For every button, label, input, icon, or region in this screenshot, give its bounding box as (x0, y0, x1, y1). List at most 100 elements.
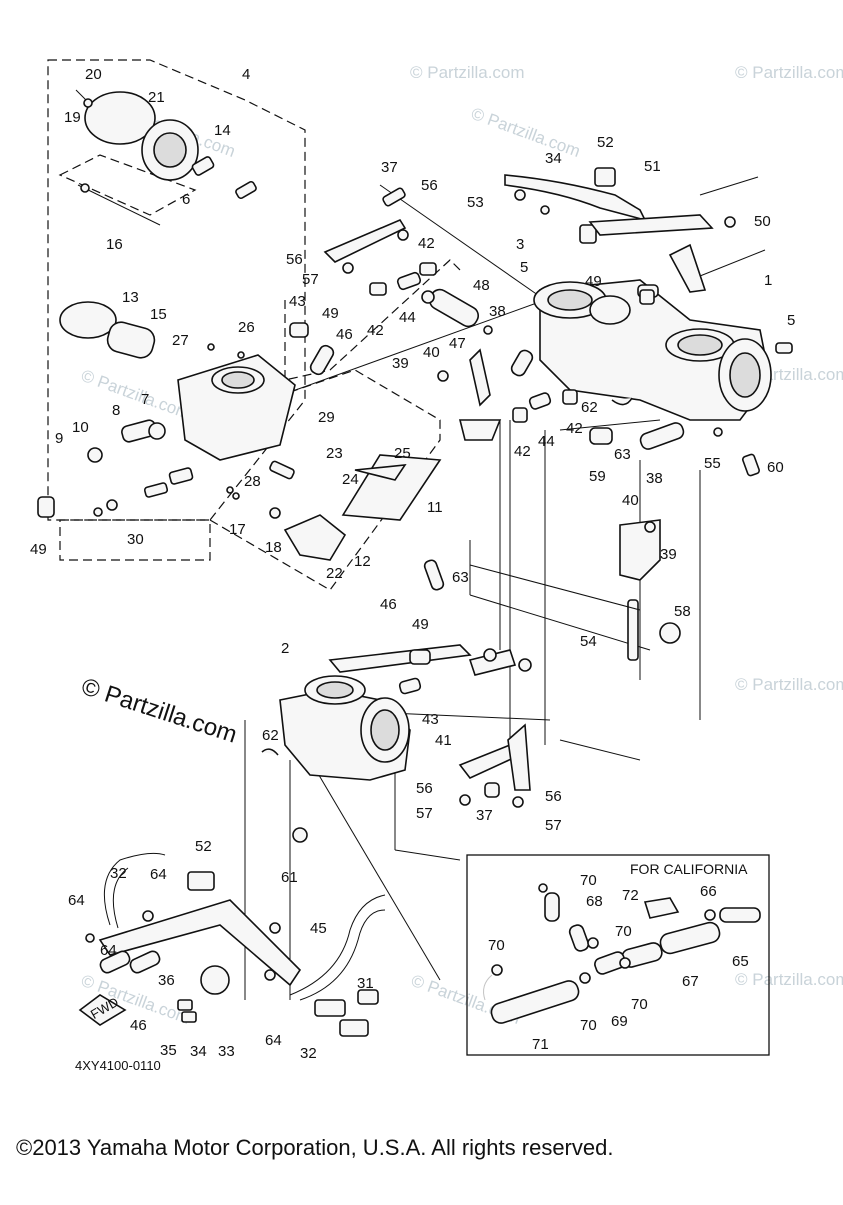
hose-49 (309, 344, 335, 376)
part-callout-19: 19 (64, 109, 81, 126)
part-callout-30: 30 (127, 531, 144, 548)
part-callout-5: 5 (520, 259, 528, 276)
carburetor-top-cover (84, 91, 156, 145)
part-callout-66: 66 (700, 883, 717, 900)
diaphragm (59, 301, 117, 339)
part-callout-39: 39 (660, 546, 677, 563)
choke-linkage (504, 167, 766, 305)
part-callout-38: 38 (646, 470, 663, 487)
throttle-link-lever (468, 649, 517, 676)
part-callout-57: 57 (545, 817, 562, 834)
part-callout-43: 43 (289, 293, 306, 310)
part-callout-22: 22 (326, 565, 343, 582)
hose-71 (490, 980, 580, 1024)
part-callout-27: 27 (172, 332, 189, 349)
washer (83, 98, 93, 108)
part-callout-39: 39 (392, 355, 409, 372)
clip-70 (587, 937, 599, 949)
part-callout-3: 3 (516, 236, 524, 253)
screw (207, 343, 215, 351)
bracket-harness-group: FWD (78, 852, 386, 1037)
part-callout-51: 51 (644, 158, 661, 175)
part-callout-61: 61 (281, 869, 298, 886)
diaphragm-cover-group (59, 89, 257, 359)
joint-43 (398, 677, 422, 695)
cap-49 (37, 496, 55, 518)
part-callout-47: 47 (449, 335, 466, 352)
part-callout-71: 71 (532, 1036, 549, 1053)
carburetor-left-body (37, 354, 296, 518)
part-callout-28: 28 (244, 473, 261, 490)
part-callout-70: 70 (631, 996, 648, 1013)
part-callout-11: 11 (427, 499, 443, 516)
california-box-frame (466, 854, 770, 1056)
washer-40 (437, 370, 449, 382)
part-callout-56: 56 (416, 780, 433, 797)
part-callout-29: 29 (318, 409, 335, 426)
hose-68 (544, 892, 560, 922)
washer-56 (512, 796, 524, 808)
clip-70 (619, 957, 631, 969)
joint-44 (528, 392, 552, 410)
spring (191, 156, 215, 176)
part-callout-70: 70 (580, 872, 597, 889)
part-callout-57: 57 (416, 805, 433, 822)
part-callout-50: 50 (754, 213, 771, 230)
hose-62 (261, 748, 279, 756)
hose-42 (512, 407, 528, 423)
gasket (354, 464, 407, 481)
throttle-lever (469, 348, 491, 407)
hose-42 (562, 389, 578, 405)
part-callout-48: 48 (473, 277, 490, 294)
spring (235, 180, 257, 200)
throttle-stop-screw (382, 187, 406, 207)
knob-58 (659, 622, 681, 644)
washer-40 (644, 521, 656, 533)
part-callout-15: 15 (150, 306, 167, 323)
part-callout-42: 42 (514, 443, 531, 460)
watermark: © Partzilla.com (469, 104, 583, 161)
diaphragm-cover-inner (153, 132, 187, 168)
joint-43 (289, 322, 309, 338)
part-callout-49: 49 (585, 273, 602, 290)
part-callout-70: 70 (488, 937, 505, 954)
part-callout-1: 1 (764, 272, 772, 289)
part-callout-21: 21 (148, 89, 165, 106)
lever-3 (668, 243, 707, 293)
hose-42 (369, 282, 387, 296)
part-callout-25: 25 (394, 445, 411, 462)
hose-outline (284, 259, 461, 381)
part-callout-64: 64 (150, 866, 167, 883)
part-callout-56: 56 (421, 177, 438, 194)
throttle-cable-bracket (469, 519, 681, 661)
bracket-52 (187, 871, 215, 891)
jet-group-outline (59, 519, 211, 561)
watermark-main: © Partzilla.com (78, 673, 240, 749)
part-callout-65: 65 (732, 953, 749, 970)
part-callout-34: 34 (545, 150, 562, 167)
part-callout-59: 59 (589, 468, 606, 485)
part-callout-55: 55 (704, 455, 721, 472)
part-callout-36: 36 (158, 972, 175, 989)
part-callout-9: 9 (55, 430, 63, 447)
part-callout-70: 70 (615, 923, 632, 940)
part-callout-44: 44 (399, 309, 416, 326)
watermark: © Partzilla.com (410, 63, 525, 82)
top-center-linkage (289, 187, 502, 441)
part-callout-62: 62 (581, 399, 598, 416)
part-callout-42: 42 (418, 235, 435, 252)
float-chamber-cover (341, 454, 442, 521)
part-callout-7: 7 (141, 391, 149, 408)
piston-valve (106, 321, 156, 359)
hose-42 (419, 262, 437, 276)
jet-kit-outline (209, 369, 441, 591)
part-callout-57: 57 (302, 271, 319, 288)
part-callout-34: 34 (190, 1043, 207, 1060)
part-callout-56: 56 (545, 788, 562, 805)
part-callout-68: 68 (586, 893, 603, 910)
watermark: © Partzilla.com (735, 675, 843, 694)
needle-jet (168, 467, 194, 485)
part-callout-31: 31 (357, 975, 374, 992)
plate (148, 422, 166, 440)
part-callout-6: 6 (182, 191, 190, 208)
